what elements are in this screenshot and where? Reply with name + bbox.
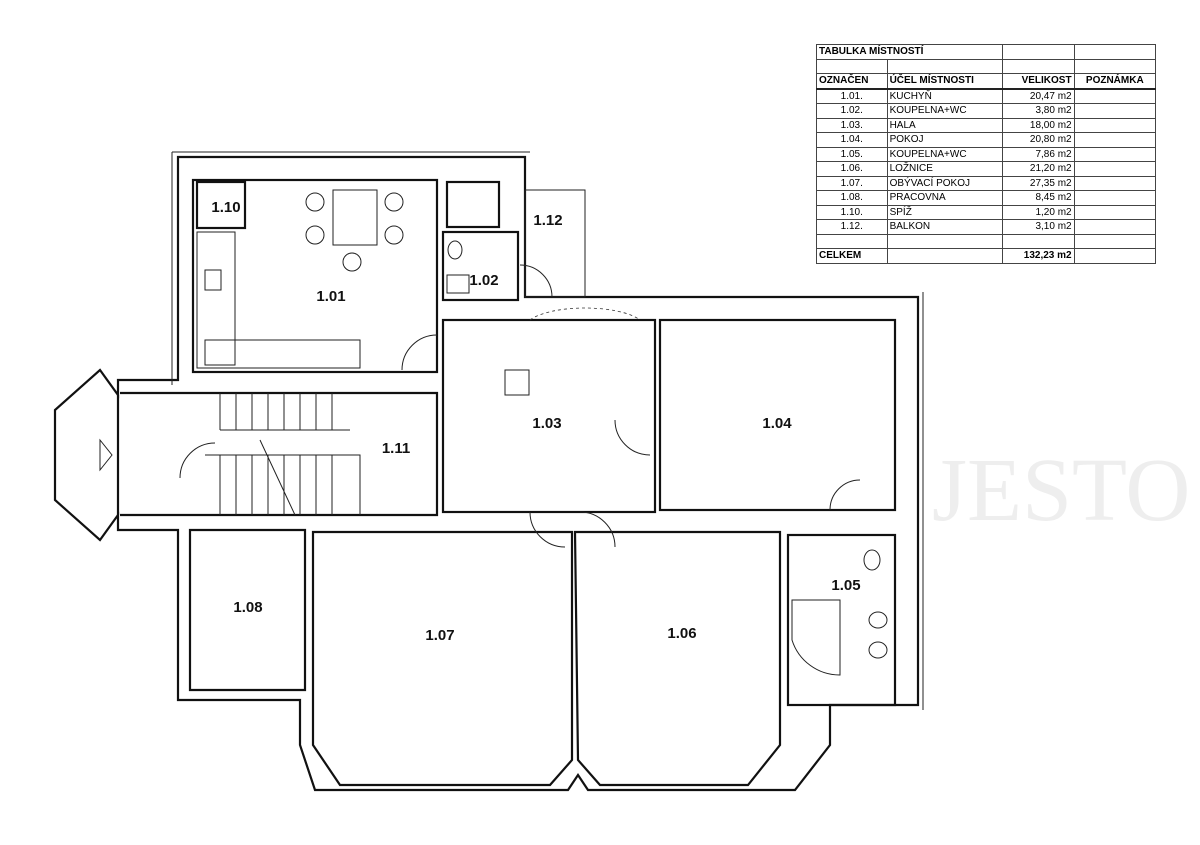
table-title: TABULKA MÍSTNOSTÍ: [815, 44, 1004, 60]
interior-walls: [120, 178, 897, 787]
header-purpose: ÚČEL MÍSTNOSTI: [886, 73, 1004, 90]
cell-note: [1073, 175, 1157, 191]
cell-purpose: SPÍŽ: [886, 204, 1004, 220]
cell-size: 1,20 m2: [1002, 204, 1075, 220]
cell-id: 1.03.: [816, 117, 888, 133]
cell-id: 1.01.: [816, 88, 888, 104]
header-id: OZNAČEN: [816, 73, 888, 90]
room-label-1-07: 1.07: [425, 627, 454, 644]
cell-purpose: PRACOVNA: [886, 190, 1004, 206]
cell-note: [1073, 190, 1157, 206]
room-label-1-06: 1.06: [667, 625, 696, 642]
total-label: CELKEM: [816, 248, 888, 264]
watermark: JESTO: [932, 441, 1190, 540]
cell-purpose: KOUPELNA+WC: [886, 146, 1004, 162]
room-label-1-05: 1.05: [831, 577, 860, 594]
cell-purpose: POKOJ: [886, 132, 1004, 148]
cell-id: 1.10.: [816, 204, 888, 220]
cell-id: 1.08.: [816, 190, 888, 206]
cell-note: [1073, 117, 1157, 133]
cell-note: [1073, 219, 1157, 235]
kitchen-furniture: [196, 189, 530, 396]
cell-size: 8,45 m2: [1002, 190, 1075, 206]
cell-note: [1073, 88, 1157, 104]
cell-note: [1073, 146, 1157, 162]
room-label-1-04: 1.04: [762, 415, 792, 432]
room-labels: 1.10 1.01 1.02 1.12 1.03 1.04 1.11 1.05 …: [211, 199, 860, 644]
cell-purpose: BALKON: [886, 219, 1004, 235]
cell-size: 20,47 m2: [1002, 88, 1075, 104]
cell-purpose: KUCHYŇ: [886, 88, 1004, 104]
room-table: TABULKA MÍSTNOSTÍ OZNAČEN ÚČEL MÍSTNOSTI…: [815, 44, 1157, 264]
room-label-1-08: 1.08: [233, 599, 262, 616]
cell-size: 18,00 m2: [1002, 117, 1075, 133]
room-label-1-12: 1.12: [533, 212, 562, 229]
cell-note: [1073, 103, 1157, 119]
cell-id: 1.07.: [816, 175, 888, 191]
header-size: VELIKOST: [1002, 73, 1075, 90]
room-label-1-10: 1.10: [211, 199, 240, 216]
cell-size: 20,80 m2: [1002, 132, 1075, 148]
cell-size: 27,35 m2: [1002, 175, 1075, 191]
cell-purpose: OBÝVACÍ POKOJ: [886, 175, 1004, 191]
cell-id: 1.04.: [816, 132, 888, 148]
room-label-1-02: 1.02: [469, 272, 498, 289]
cell-size: 3,80 m2: [1002, 103, 1075, 119]
cell-purpose: LOŽNICE: [886, 161, 1004, 177]
cell-note: [1073, 132, 1157, 148]
outer-walls: [53, 151, 924, 792]
room-label-1-11: 1.11: [382, 440, 410, 457]
cell-purpose: HALA: [886, 117, 1004, 133]
cell-size: 21,20 m2: [1002, 161, 1075, 177]
room-label-1-03: 1.03: [532, 415, 561, 432]
cell-purpose: KOUPELNA+WC: [886, 103, 1004, 119]
room-label-1-01: 1.01: [316, 288, 345, 305]
cell-note: [1073, 204, 1157, 220]
cell-size: 3,10 m2: [1002, 219, 1075, 235]
cell-id: 1.06.: [816, 161, 888, 177]
cell-note: [1073, 161, 1157, 177]
cell-id: 1.02.: [816, 103, 888, 119]
cell-id: 1.12.: [816, 219, 888, 235]
cell-size: 7,86 m2: [1002, 146, 1075, 162]
cell-id: 1.05.: [816, 146, 888, 162]
staircase: [99, 393, 361, 516]
doors: [179, 264, 861, 548]
total-value: 132,23 m2: [1002, 248, 1075, 264]
header-note: POZNÁMKA: [1073, 73, 1157, 90]
bathroom-fixtures: [446, 240, 888, 676]
